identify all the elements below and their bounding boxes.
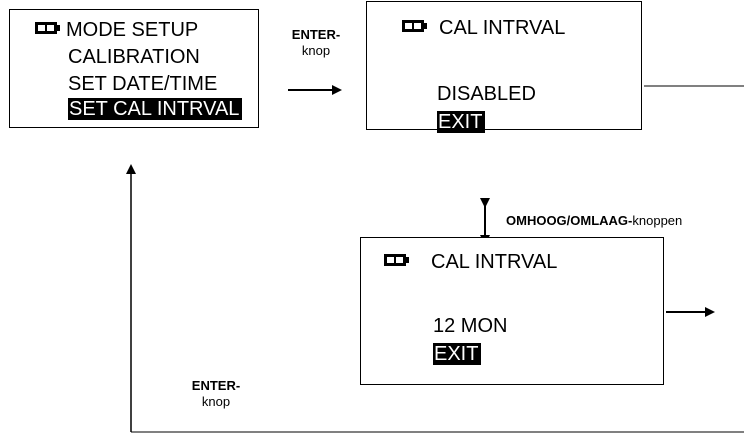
knop-label: knop bbox=[201, 394, 231, 409]
enter-label-bold: ENTER- bbox=[291, 27, 341, 42]
enter-knop-label-top: ENTER- knop bbox=[288, 27, 344, 59]
interval-value: DISABLED bbox=[437, 83, 536, 105]
knop-label: knop bbox=[301, 43, 331, 58]
knoppen-label: knoppen bbox=[632, 213, 683, 228]
menu-item-set-date-time: SET DATE/TIME bbox=[68, 73, 218, 95]
enter-label-bold: ENTER- bbox=[191, 378, 241, 393]
exit-highlight: EXIT bbox=[437, 111, 486, 133]
battery-icon bbox=[384, 254, 409, 266]
updown-knoppen-label: OMHOOG/OMLAAG-knoppen bbox=[506, 213, 682, 229]
battery-icon bbox=[402, 20, 427, 32]
interval-value: 12 MON bbox=[433, 315, 508, 337]
exit-option: EXIT bbox=[437, 110, 486, 134]
menu-item-calibration: CALIBRATION bbox=[68, 46, 200, 68]
screen-cal-intrval-12-mon: CAL INTRVAL 12 MON EXIT bbox=[360, 237, 664, 385]
selected-highlight: SET CAL INTRVAL bbox=[68, 98, 243, 120]
menu-item-set-cal-intrval: SET CAL INTRVAL bbox=[68, 97, 243, 121]
screen-mode-setup: MODE SETUP CALIBRATION SET DATE/TIME SET… bbox=[9, 9, 259, 128]
exit-highlight: EXIT bbox=[433, 343, 482, 365]
updown-label-bold: OMHOOG/OMLAAG- bbox=[506, 213, 633, 228]
battery-icon bbox=[35, 22, 60, 34]
screen-cal-intrval-disabled: CAL INTRVAL DISABLED EXIT bbox=[366, 1, 642, 133]
screen-title: CAL INTRVAL bbox=[431, 251, 558, 273]
menu-item-mode-setup: MODE SETUP bbox=[66, 19, 199, 41]
screen-title: CAL INTRVAL bbox=[439, 17, 566, 39]
exit-option: EXIT bbox=[433, 342, 482, 366]
enter-knop-label-bottom: ENTER- knop bbox=[188, 378, 244, 410]
